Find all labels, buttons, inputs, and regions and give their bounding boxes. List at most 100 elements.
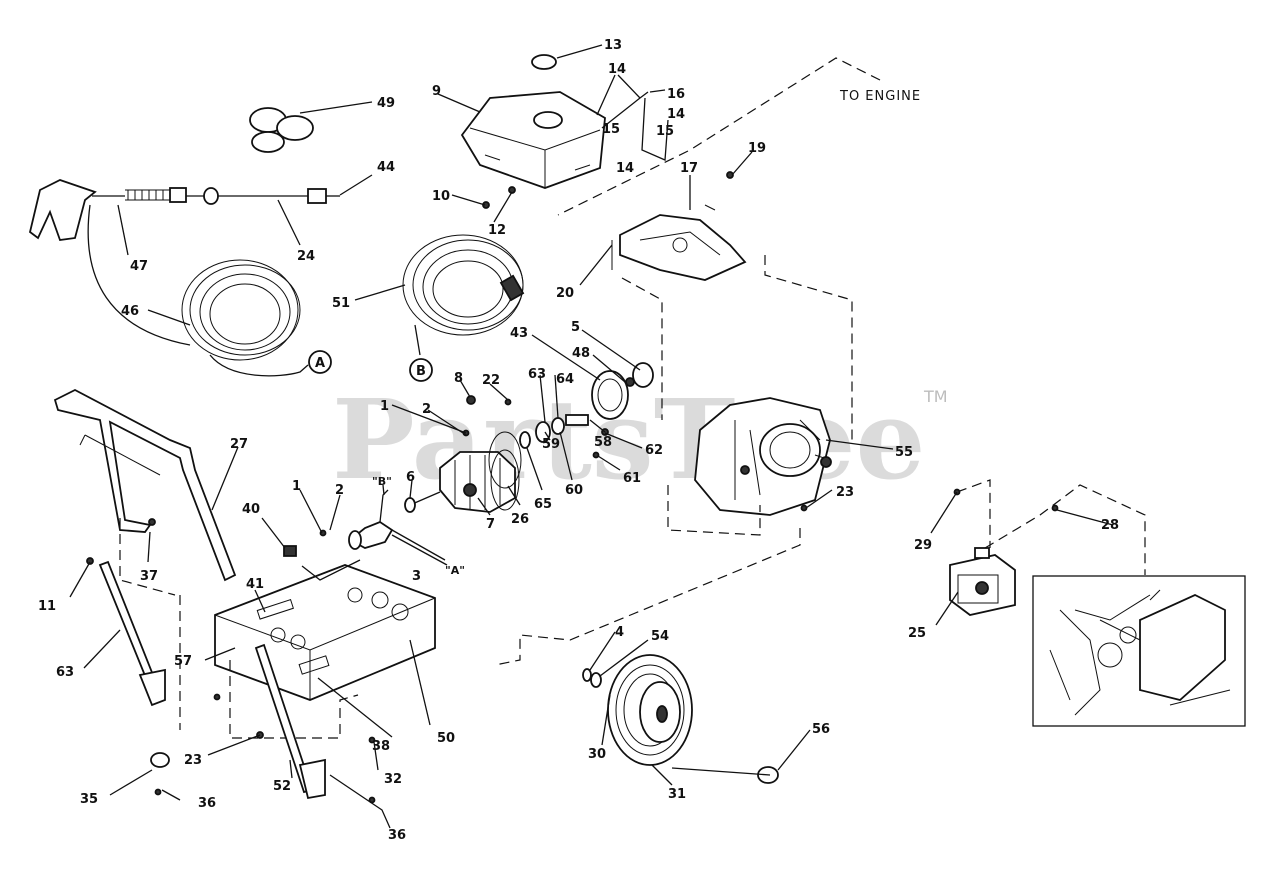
o-ring-set [249,107,314,153]
callout-44: 44 [377,160,395,175]
callout-labels: 13 14 16 14 15 15 14 9 10 12 49 44 47 24… [38,38,1119,843]
inset-detail [1032,575,1246,727]
callout-9: 9 [432,84,441,99]
callout-3: 3 [412,569,421,584]
callout-49: 49 [377,96,395,111]
callout-14: 14 [608,62,626,77]
callout-63: 63 [56,665,74,680]
circle-a-marker [308,350,332,374]
callout-55: 55 [895,445,913,460]
callout-2: 2 [335,483,344,498]
callout-30: 30 [588,747,606,762]
hose-51 [402,234,525,356]
dash-bracket-right [764,255,853,440]
callout-29: 29 [914,538,932,553]
callout-56: 56 [812,722,830,737]
watermark-trademark: TM [923,387,948,406]
callout-7: 7 [486,517,495,532]
callout-65: 65 [534,497,552,512]
callout-4: 4 [615,625,624,640]
callout-23: 23 [184,753,202,768]
callout-14: 14 [667,107,685,122]
dash-engine [667,485,761,536]
callout-25: 25 [908,626,926,641]
to-engine-label: TO ENGINE [839,89,921,104]
shaft-58 [565,414,589,426]
fuel-tank [460,91,606,189]
callout-36: 36 [388,828,406,843]
callout-2: 2 [422,402,431,417]
callout-14: 14 [616,161,634,176]
callout-38: 38 [372,739,390,754]
callout-41: 41 [246,577,264,592]
callout-23: 23 [836,485,854,500]
callout-17: 17 [680,161,698,176]
circle-b-label: B [416,364,426,379]
dash-filter-29 [956,479,991,548]
callout-50: 50 [437,731,455,746]
callout-43: 43 [510,326,528,341]
circle-b-marker [409,358,433,382]
callout-52: 52 [273,779,291,794]
callout-a-quote: "A" [445,564,465,577]
callout-22: 22 [482,373,500,388]
circle-a-label: A [315,356,325,371]
handle [53,388,237,582]
callout-28: 28 [1101,518,1119,533]
air-filter [949,547,1016,616]
callout-10: 10 [432,189,450,204]
callout-32: 32 [384,772,402,787]
callout-60: 60 [565,483,583,498]
leg-63-foot [138,668,166,707]
callout-61: 61 [623,471,641,486]
callout-64: 64 [556,372,574,387]
callout-62: 62 [645,443,663,458]
dash-frame-bottom [229,660,359,739]
callout-57: 57 [174,654,192,669]
leg-52-foot [298,758,326,800]
engine [694,397,832,516]
callout-47: 47 [130,259,148,274]
ring-65 [519,431,531,449]
callout-58: 58 [594,435,612,450]
callout-20: 20 [556,286,574,301]
seal-60 [551,417,565,435]
dash-filter-28 [984,484,1146,575]
callout-15: 15 [656,124,674,139]
callout-26: 26 [511,512,529,527]
drain-plug [283,545,297,557]
callout-16: 16 [667,87,685,102]
rubber-foot [150,752,170,768]
callout-5: 5 [571,320,580,335]
to-engine-connector: TO ENGINE [557,57,921,216]
callout-37: 37 [140,569,158,584]
dash-engine-base [494,528,801,666]
o-ring-26 [488,431,522,489]
callout-40: 40 [242,502,260,517]
washer-54 [590,672,602,688]
callout-63: 63 [528,367,546,382]
callout-11: 11 [38,599,56,614]
callout-46: 46 [121,304,139,319]
spray-gun [28,179,340,241]
washer-4 [582,668,592,682]
callout-54: 54 [651,629,669,644]
engine-bracket [611,204,747,281]
callout-35: 35 [80,792,98,807]
callout-51: 51 [332,296,350,311]
callout-31: 31 [668,787,686,802]
callout-1: 1 [292,479,301,494]
callout-b-quote: "B" [372,475,392,488]
callout-24: 24 [297,249,315,264]
callout-48: 48 [572,346,590,361]
callout-1: 1 [380,399,389,414]
callout-59: 59 [542,437,560,452]
callout-8: 8 [454,371,463,386]
seal-59 [535,421,551,443]
callout-13: 13 [604,38,622,53]
unloader-valve [348,489,446,561]
callout-15: 15 [602,122,620,137]
callout-27: 27 [230,437,248,452]
leader-lines [69,44,1114,829]
